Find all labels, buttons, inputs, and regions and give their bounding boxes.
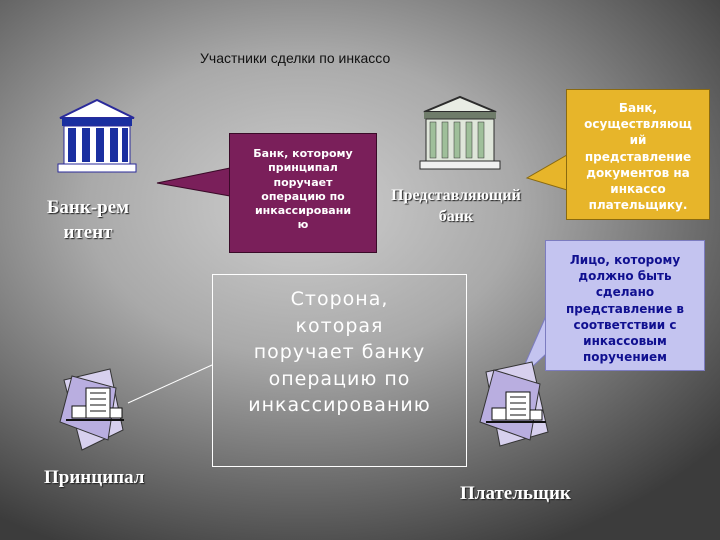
callout-line: поручает банку <box>253 341 426 364</box>
principal-label: Принципал <box>44 467 145 488</box>
diagram-title: Участники сделки по инкассо <box>200 50 391 66</box>
callout-line: Банк, которому <box>253 147 353 160</box>
callout-line: Банк, <box>618 101 658 115</box>
remitent-bank-label-line: Банк-рем <box>46 197 130 218</box>
callout-line: сделано <box>595 285 655 300</box>
callout-line: Лицо, которому <box>569 253 681 267</box>
representing-bank-label: Представляющий банк <box>376 186 536 228</box>
bank-building-green-icon <box>419 95 501 170</box>
remitent-callout-tail <box>156 167 231 197</box>
callout-line: инкассо <box>610 181 666 196</box>
callout-line: представление <box>584 149 692 164</box>
callout-line: должно быть <box>578 269 672 284</box>
remitent-bank-label-line: итент <box>63 221 113 243</box>
representing-bank-label-line: банк <box>438 207 474 225</box>
payer-callout: Лицо, которому должно быть сделано предс… <box>545 240 705 371</box>
callout-line: инкассировани <box>254 204 352 218</box>
callout-line: осуществляющ <box>584 117 692 132</box>
callout-line: Сторона, <box>290 288 389 310</box>
office-building-icon <box>479 361 549 447</box>
callout-line: которая <box>295 314 384 337</box>
callout-line: соответствии с <box>573 317 677 332</box>
representing-bank-label-line: Представляющий <box>391 187 521 204</box>
remitent-bank-callout: Банк, которому принципал поручает операц… <box>229 133 377 253</box>
representing-callout-tail <box>525 154 568 191</box>
callout-line: плательщику. <box>588 198 688 213</box>
payer-label: Плательщик <box>460 483 571 504</box>
principal-description-box: Сторона, которая поручает банку операцию… <box>212 274 467 467</box>
callout-line: ю <box>297 218 309 232</box>
callout-line: документов на <box>586 165 690 180</box>
principal-connector-line <box>127 364 213 404</box>
office-building-icon <box>59 368 124 451</box>
callout-line: поручает <box>273 175 333 189</box>
callout-line: поручением <box>583 350 667 365</box>
representing-bank-callout: Банк, осуществляющ ий представление доку… <box>566 89 710 220</box>
callout-line: ий <box>629 133 647 148</box>
bank-building-blue-icon <box>57 98 137 173</box>
callout-line: представление в <box>565 301 684 316</box>
callout-line: операцию по <box>268 367 411 390</box>
callout-line: принципал <box>268 161 338 175</box>
callout-line: инкассированию <box>248 394 431 417</box>
callout-line: инкассовым <box>583 333 667 348</box>
remitent-bank-label: Банк-рем итент <box>28 196 148 245</box>
callout-line: операцию по <box>261 189 345 203</box>
